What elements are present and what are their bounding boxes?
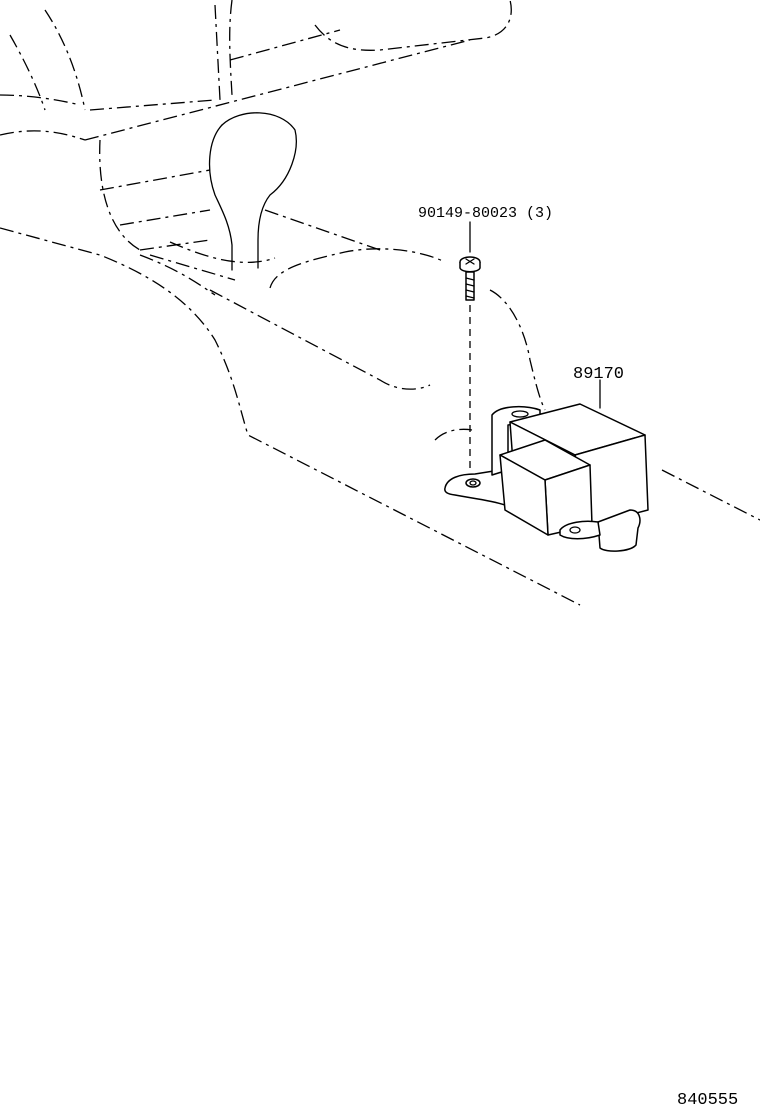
- figure-number: 840555: [677, 1091, 738, 1110]
- bolt-part-label: 90149-80023 (3): [418, 205, 553, 222]
- console-outline-icon: [0, 0, 760, 606]
- airbag-sensor-assembly-icon: [444, 403, 649, 552]
- shift-lever-icon: [149, 112, 297, 281]
- sensor-part-label: 89170: [573, 365, 624, 384]
- screw-bolt-icon: [459, 256, 481, 301]
